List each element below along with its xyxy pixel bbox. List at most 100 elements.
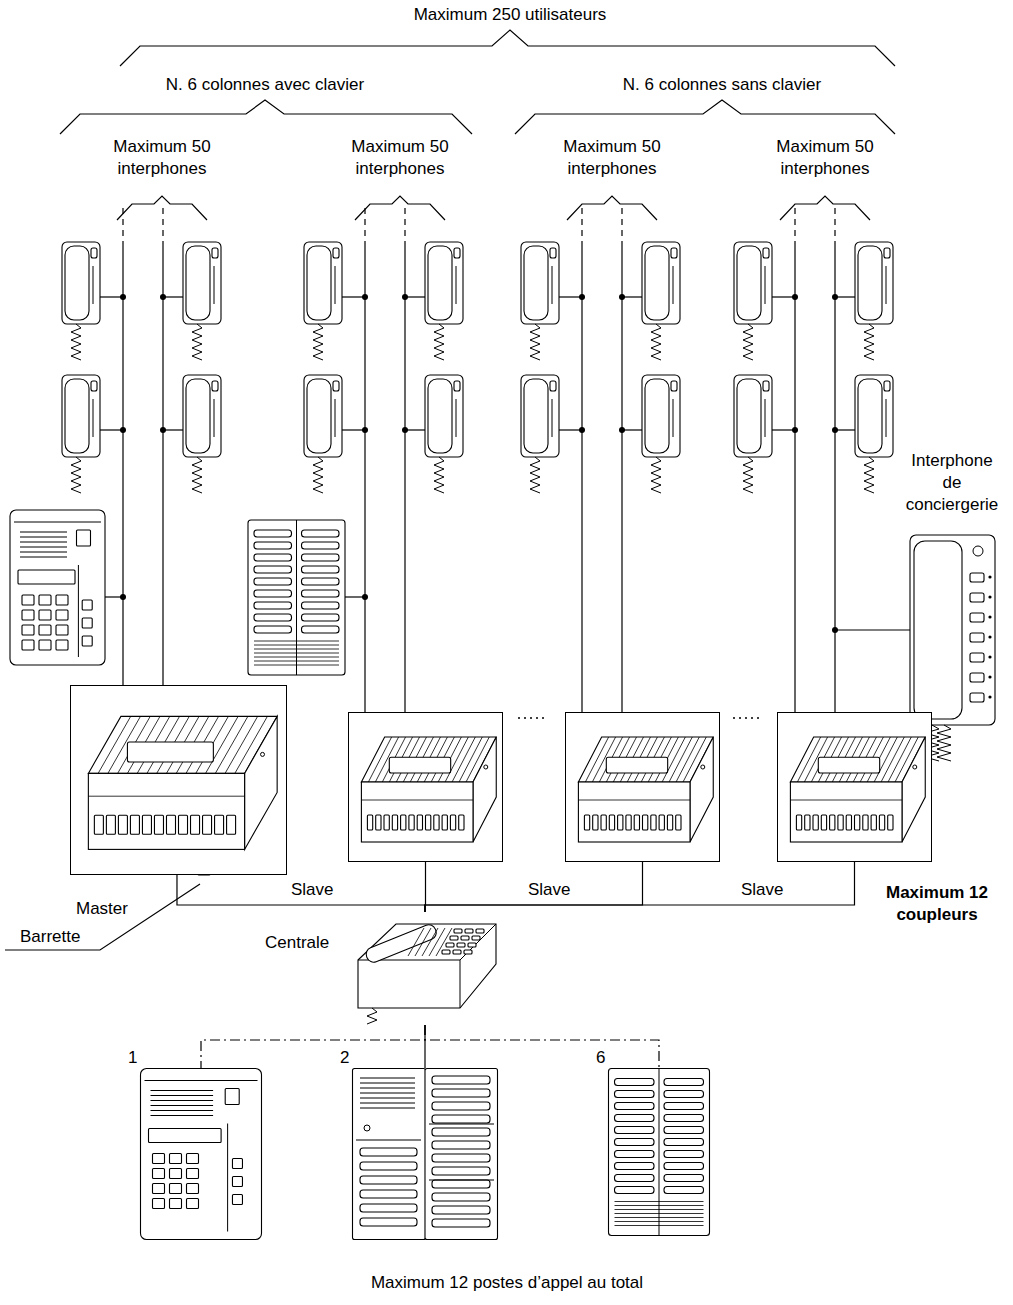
call-button [615, 1103, 655, 1110]
handset-receiver [307, 246, 331, 320]
call-button [664, 1091, 704, 1098]
continuation-dots [518, 717, 548, 719]
module-front [578, 782, 690, 842]
terminal [191, 815, 200, 834]
handset-edge [886, 266, 887, 304]
handset-cord [434, 457, 444, 493]
bus-line [425, 1025, 659, 1068]
handset-cord [530, 324, 540, 360]
speaker-grille [360, 1098, 415, 1099]
terminal [667, 815, 672, 830]
module-rib [459, 737, 482, 782]
panel-button [82, 600, 92, 610]
panel-icon [77, 530, 91, 546]
terminal [626, 815, 631, 830]
call-button [432, 1141, 490, 1149]
call-button [615, 1151, 655, 1158]
phone-grille [408, 928, 424, 956]
call-button [254, 590, 292, 597]
intercom-handset [855, 375, 893, 493]
module-rib [676, 737, 699, 782]
terminal [838, 815, 843, 830]
column-capacity: Maximum 50 interphones [107, 136, 217, 180]
concierge-key [970, 633, 984, 642]
terminal [434, 815, 439, 830]
handset-button [454, 248, 460, 258]
call-button [302, 530, 340, 537]
module-rib [215, 716, 248, 773]
speaker-grille [151, 1110, 214, 1111]
bus-line [177, 875, 425, 912]
module-led [484, 765, 488, 769]
call-button [302, 626, 340, 633]
callout-number: 2 [340, 1047, 349, 1069]
handset-cord [743, 324, 753, 360]
speaker-grille [615, 1201, 704, 1202]
module-edge [88, 796, 244, 797]
module-front [88, 773, 244, 849]
module-side [902, 737, 925, 842]
handset-cord [313, 324, 323, 360]
speaker-grille [20, 552, 67, 553]
coupler-module [790, 737, 925, 842]
handset-receiver [524, 379, 548, 453]
terminal [643, 815, 648, 830]
stub [342, 296, 365, 297]
call-button [302, 578, 340, 585]
speaker-grille [360, 1088, 415, 1089]
button-call-station [609, 1069, 710, 1236]
call-button [432, 1193, 490, 1201]
call-button [615, 1127, 655, 1134]
handset-cord [864, 324, 874, 360]
junction-dot [120, 594, 126, 600]
terminal [166, 815, 175, 834]
module-rib [225, 716, 258, 773]
call-button [302, 590, 340, 597]
terminal [392, 815, 397, 830]
terminal [142, 815, 151, 834]
phone-key [450, 936, 458, 940]
handset-body [183, 242, 221, 324]
phone-key [468, 943, 476, 947]
terminal [401, 815, 406, 830]
junction-dot [362, 294, 368, 300]
module-rib [98, 716, 131, 773]
terminal [796, 815, 801, 830]
keypad-key [170, 1154, 182, 1164]
riser-dashed [122, 208, 123, 245]
coupler-role: Slave [528, 879, 571, 901]
handset-edge [765, 399, 766, 437]
intercom-handset [304, 242, 342, 360]
module-rib [466, 737, 489, 782]
panel-button [232, 1177, 242, 1187]
phone-handset [364, 923, 438, 965]
panel-edge [356, 1140, 421, 1141]
call-button [432, 1154, 490, 1162]
panel-icon [225, 1089, 239, 1105]
concierge-led [988, 635, 991, 638]
call-button [432, 1206, 490, 1214]
handset-edge [673, 399, 674, 437]
speaker-grille [254, 661, 339, 662]
call-button [360, 1176, 417, 1184]
riser-dashed [581, 208, 582, 245]
panel-led [364, 1125, 370, 1131]
coupler-module [578, 737, 713, 842]
terminal [154, 815, 163, 834]
terminal [634, 815, 639, 830]
terminal [618, 815, 623, 830]
keypad-key [56, 625, 68, 635]
modular-call-station [353, 1069, 498, 1240]
call-button [664, 1139, 704, 1146]
keypad-key [153, 1169, 165, 1179]
keypad-key [22, 625, 34, 635]
junction-dot [619, 427, 625, 433]
handset-button [763, 248, 769, 258]
handset-edge [765, 266, 766, 304]
handset-cord [313, 457, 323, 493]
speaker-grille [20, 532, 67, 533]
panel-display [149, 1129, 222, 1143]
riser-dashed [834, 208, 835, 245]
handset-receiver [186, 379, 210, 453]
module-rib [888, 737, 911, 782]
